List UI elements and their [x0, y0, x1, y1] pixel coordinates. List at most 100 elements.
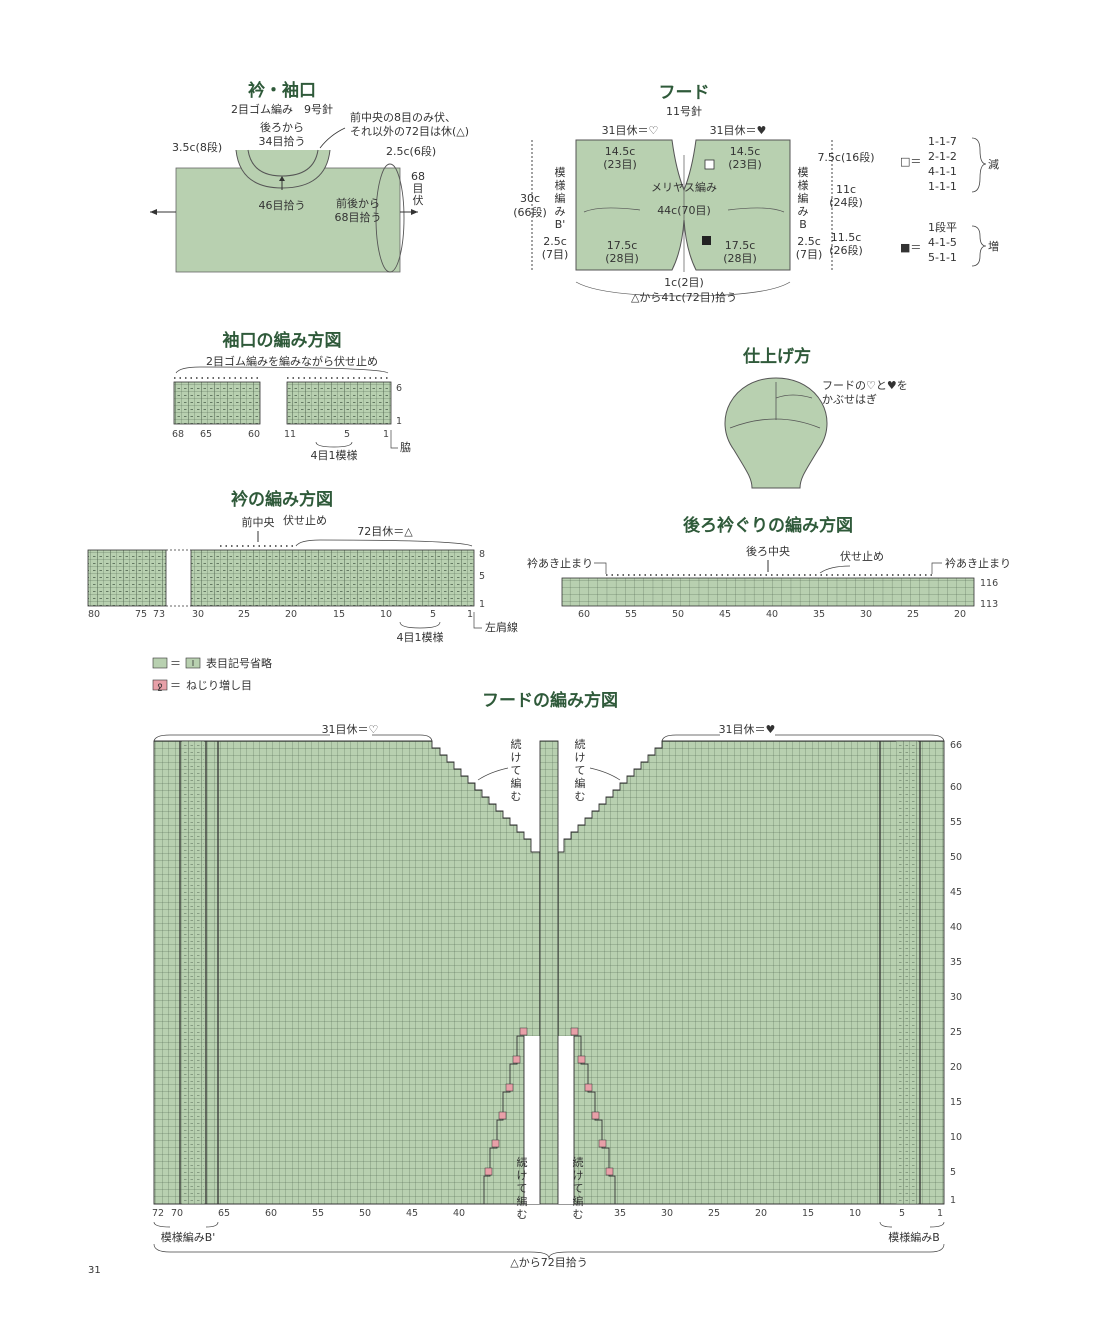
svg-text:む: む	[573, 1208, 584, 1221]
svg-text:編: 編	[555, 191, 566, 205]
svg-text:様: 様	[798, 178, 809, 192]
hood-top-left-w: 14.5c	[605, 145, 636, 158]
hood-axis: 72 70 65 60 55 50 45 40 35 30 25 20 15 1…	[152, 1208, 943, 1219]
svg-text:25: 25	[708, 1208, 720, 1219]
svg-text:60: 60	[950, 782, 962, 793]
finish-title: 仕上げ方	[742, 346, 811, 367]
svg-text:73: 73	[153, 609, 165, 620]
hood-r2: 11c	[836, 183, 856, 196]
svg-text:編: 編	[511, 776, 522, 790]
svg-text:5: 5	[479, 571, 485, 582]
svg-text:30: 30	[950, 992, 962, 1003]
legend-plain: 表目記号省略	[206, 656, 272, 670]
svg-text:35: 35	[614, 1208, 626, 1219]
front-center-note: 前中央の8目のみ伏、	[350, 110, 456, 124]
hood-side-left: 2.5c	[543, 235, 567, 248]
inc-row-2: 5-1-1	[928, 251, 957, 264]
inc-sym: ■＝	[900, 241, 921, 254]
hood-chart-right	[557, 740, 945, 1205]
finish-diagram: 仕上げ方 フードの♡と♥を かぶせはぎ	[724, 346, 908, 489]
svg-text:10: 10	[950, 1132, 962, 1143]
hood-chart-center	[539, 740, 559, 1205]
page-number: 31	[88, 1265, 101, 1276]
svg-text:み: み	[555, 205, 566, 218]
svg-text:1: 1	[383, 429, 389, 440]
hood-side-right-st: (7目)	[796, 248, 823, 261]
svg-text:80: 80	[88, 609, 100, 620]
hood-shape	[575, 139, 791, 271]
hood-diagram: フード 11号針 31目休＝♡ 31目休＝♥ 14.5c (23目) 14.5c…	[513, 83, 999, 304]
svg-text:け: け	[517, 1169, 528, 1182]
hood-side-right: 2.5c	[797, 235, 821, 248]
svg-text:て: て	[575, 764, 586, 777]
collar-grid-left	[87, 549, 167, 607]
continue-top-left: 続 け て 編 む	[511, 737, 522, 803]
svg-text:1: 1	[467, 609, 473, 620]
svg-text:20: 20	[954, 609, 966, 620]
collar-grid-right	[190, 549, 475, 607]
hood-chart-rest-right: 31目休＝♥	[719, 723, 776, 736]
svg-text:25: 25	[907, 609, 919, 620]
bind-count: 68	[411, 170, 425, 183]
inc-label: 増	[988, 240, 999, 253]
hood-top-right-st: (23目)	[728, 158, 762, 171]
svg-text:1: 1	[950, 1195, 956, 1206]
collar-left-dim: 3.5c(8段)	[172, 140, 222, 154]
hood-side-left-st: (7目)	[542, 248, 569, 261]
hood-rest-left: 31目休＝♡	[602, 124, 659, 137]
svg-text:113: 113	[980, 599, 998, 610]
finish-hood-shape	[724, 377, 828, 489]
svg-text:40: 40	[950, 922, 962, 933]
hood-chart-title: フードの編み方図	[482, 690, 618, 711]
legend: ＝ 表目記号省略 ջ ＝ ねじり増し目	[152, 656, 272, 692]
dec-row-3: 4-1-1	[928, 165, 957, 178]
dec-marker	[704, 159, 715, 170]
svg-text:75: 75	[135, 609, 147, 620]
svg-text:40: 40	[453, 1208, 465, 1219]
hood-chart-rest-left: 31目休＝♡	[322, 723, 379, 736]
svg-text:模: 模	[798, 166, 809, 179]
svg-text:編: 編	[798, 191, 809, 205]
continue-bot-left: 続 け て 編 む	[517, 1155, 528, 1221]
bind-char-1: 目	[413, 182, 424, 195]
collar-back-pick: 後ろから	[260, 120, 304, 134]
hood-chart-pick: △から72目拾う	[510, 1255, 587, 1269]
svg-text:続: 続	[575, 737, 586, 751]
front-pick: 46目拾う	[259, 198, 306, 212]
svg-text:116: 116	[980, 578, 998, 589]
pattern-b-vertical: 模 様 編 み B	[798, 166, 809, 231]
svg-text:B: B	[799, 218, 807, 231]
svg-text:15: 15	[802, 1208, 814, 1219]
svg-text:続: 続	[573, 1155, 584, 1169]
svg-text:む: む	[511, 790, 522, 803]
cuff-chart-title: 袖口の編み方図	[223, 330, 342, 351]
hood-pattern-left: 模様編みB'	[161, 1230, 216, 1244]
svg-text:55: 55	[312, 1208, 324, 1219]
hood-height-rows: (66段)	[513, 205, 547, 219]
svg-text:て: て	[517, 1182, 528, 1195]
hood-row-numbers: 66 60 55 50 45 40 35 30 25 20 15 10 5 1	[950, 740, 962, 1206]
collar-back-pick2: 34目拾う	[259, 134, 306, 148]
twist-increase-markers	[484, 1027, 614, 1176]
svg-text:45: 45	[719, 609, 731, 620]
back-neck-title: 後ろ衿ぐりの編み方図	[683, 515, 853, 536]
svg-text:50: 50	[359, 1208, 371, 1219]
hood-stockinette: メリヤス編み	[651, 180, 717, 194]
svg-text:5: 5	[344, 429, 350, 440]
hood-r2b: (24段)	[829, 195, 863, 209]
svg-text:1: 1	[479, 599, 485, 610]
svg-text:60: 60	[248, 429, 260, 440]
svg-text:50: 50	[672, 609, 684, 620]
cuff-side: 脇	[400, 441, 411, 454]
svg-text:45: 45	[406, 1208, 418, 1219]
collar-shoulder: 左肩線	[485, 620, 518, 634]
back-neck-center: 後ろ中央	[746, 544, 790, 558]
svg-text:15: 15	[333, 609, 345, 620]
svg-text:65: 65	[218, 1208, 230, 1219]
svg-text:25: 25	[950, 1027, 962, 1038]
svg-text:編: 編	[517, 1194, 528, 1208]
svg-text:け: け	[511, 751, 522, 764]
svg-text:20: 20	[950, 1062, 962, 1073]
svg-text:続: 続	[517, 1155, 528, 1169]
